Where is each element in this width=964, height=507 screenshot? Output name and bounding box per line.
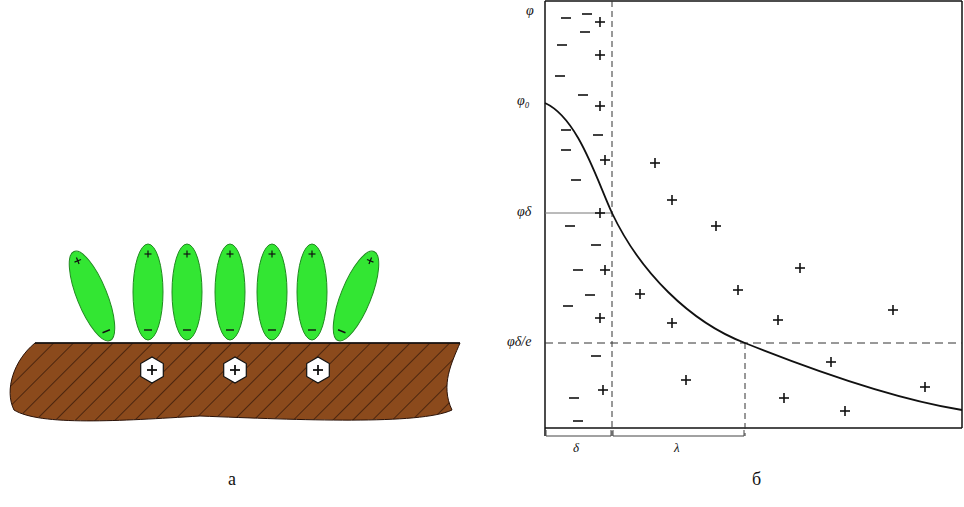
dipole-ellipse <box>172 244 202 340</box>
dipole-molecule <box>297 244 327 340</box>
dipole-ellipse <box>133 244 163 340</box>
plus-sign <box>369 258 372 264</box>
y-axis <box>544 1 546 436</box>
plus-sign <box>599 50 601 60</box>
dipole-molecule <box>324 246 388 346</box>
plus-sign <box>799 263 801 273</box>
surface-ion <box>307 357 330 383</box>
delta-bracket <box>546 430 611 436</box>
minus-sign <box>561 129 571 131</box>
minus-sign <box>561 17 571 19</box>
charge-signs <box>555 14 930 421</box>
x-axis <box>545 427 962 429</box>
plus-sign <box>599 313 601 323</box>
minus-sign <box>571 179 581 181</box>
dipole-molecule <box>60 246 124 346</box>
panel-label: а <box>228 470 236 488</box>
frame-right <box>961 1 963 428</box>
minus-sign <box>226 329 234 330</box>
minus-sign <box>591 244 601 246</box>
minus-sign <box>555 75 565 77</box>
plus-sign <box>685 375 687 385</box>
plus-sign <box>599 101 601 111</box>
plane-dashed-line <box>612 1 613 436</box>
potential-label: φδ <box>517 205 531 219</box>
plus-sign <box>186 251 187 258</box>
minus-sign <box>338 330 345 333</box>
minus-sign <box>585 294 595 296</box>
surface-line <box>35 342 460 344</box>
plus-sign <box>604 265 606 275</box>
surface-ions <box>141 357 330 383</box>
minus-sign <box>578 94 588 96</box>
dipole-ellipse <box>257 244 287 340</box>
minus-sign <box>573 269 583 271</box>
plus-sign <box>311 251 312 258</box>
plus-sign <box>604 155 606 165</box>
dipole-ellipse <box>297 244 327 340</box>
potential-label: φδ/e <box>507 335 531 349</box>
plus-sign <box>892 305 894 315</box>
minus-sign <box>569 397 579 399</box>
plus-sign <box>777 315 779 325</box>
plus-sign <box>599 208 601 218</box>
plus-sign <box>844 406 846 416</box>
plus-sign <box>151 365 153 375</box>
minus-sign <box>563 305 573 307</box>
plus-sign <box>830 357 832 367</box>
dipole-ellipse <box>215 244 245 340</box>
plus-sign <box>924 382 926 392</box>
minus-sign <box>561 149 571 151</box>
dipole-molecule <box>172 244 202 340</box>
minus-sign <box>268 329 276 330</box>
potential-curve <box>545 103 962 410</box>
plus-sign <box>271 251 272 258</box>
dipole-ellipse <box>60 246 124 346</box>
plus-sign <box>654 158 656 168</box>
surface-ion <box>141 357 164 383</box>
minus-sign <box>580 31 590 33</box>
minus-sign <box>557 44 567 46</box>
level-dashed-line <box>545 343 962 344</box>
minus-sign <box>308 329 316 330</box>
minus-sign <box>582 13 592 15</box>
minus-sign <box>565 225 575 227</box>
panel-label: б <box>752 470 761 488</box>
plus-sign <box>602 385 604 395</box>
minus-sign <box>573 420 583 422</box>
plus-sign <box>737 285 739 295</box>
minus-sign <box>591 355 601 357</box>
substrate <box>10 343 460 421</box>
level-line <box>545 213 612 214</box>
plus-sign <box>147 251 148 258</box>
plus-sign <box>671 195 673 205</box>
dimension-label: δ <box>573 441 579 454</box>
minus-sign <box>144 329 152 330</box>
axis-label: φ <box>526 4 534 18</box>
lambda-bracket <box>613 430 744 436</box>
plus-sign <box>234 365 236 375</box>
minus-sign <box>593 134 603 136</box>
dipole-molecule <box>257 244 287 340</box>
dipole-ellipse <box>324 246 388 346</box>
surface-ion <box>224 357 247 383</box>
minus-sign <box>103 330 110 333</box>
plus-sign <box>76 258 79 264</box>
lambda-dashed-line <box>745 343 746 436</box>
plus-sign <box>229 251 230 258</box>
plus-sign <box>715 221 717 231</box>
plus-sign <box>639 289 641 299</box>
plus-sign <box>671 318 673 328</box>
plus-sign <box>783 393 785 403</box>
potential-label: φ₀ <box>517 94 530 108</box>
minus-sign <box>183 329 191 330</box>
dimension-label: λ <box>674 441 680 454</box>
dipole-group <box>60 244 388 346</box>
dipole-molecule <box>215 244 245 340</box>
plus-sign <box>317 365 319 375</box>
dipole-molecule <box>133 244 163 340</box>
frame-top <box>545 0 962 2</box>
plus-sign <box>599 17 601 27</box>
